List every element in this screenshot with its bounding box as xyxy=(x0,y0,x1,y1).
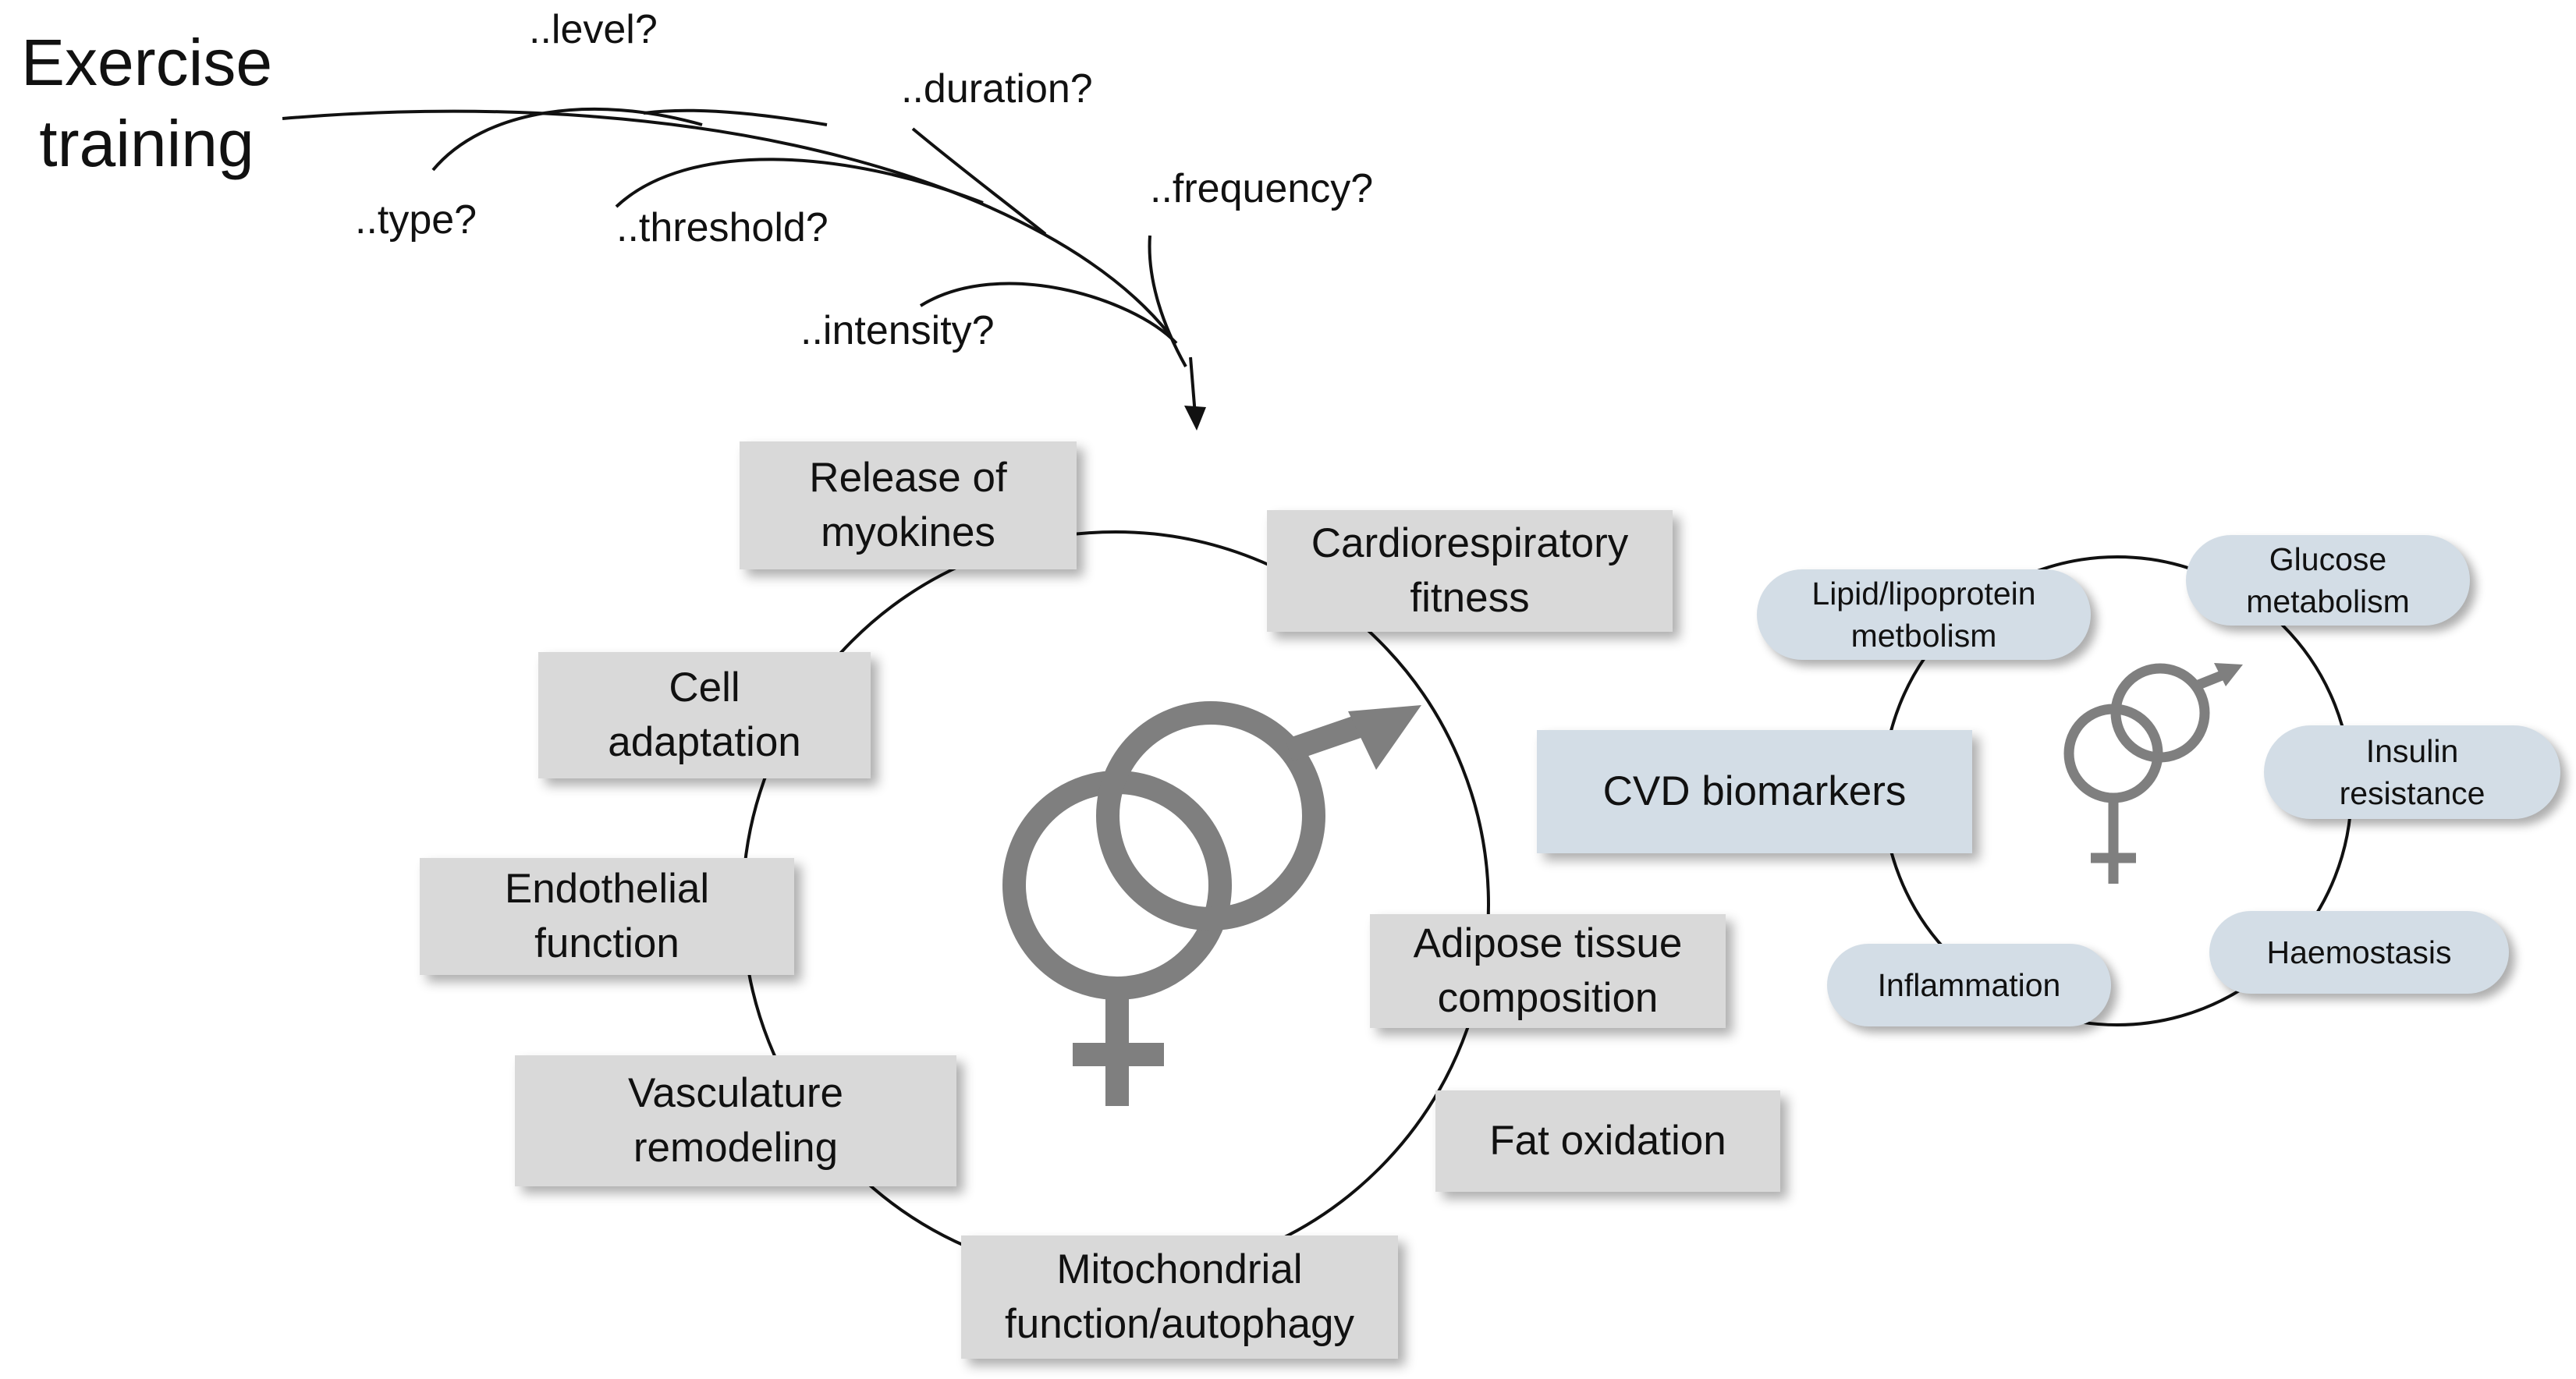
box-label: function/autophagy xyxy=(1005,1301,1354,1347)
box-mitochondrial-function: Mitochondrial function/autophagy xyxy=(961,1235,1398,1359)
box-label: Vasculature xyxy=(628,1070,843,1116)
box-label: adaptation xyxy=(608,719,801,765)
box-cvd-biomarkers: CVD biomarkers xyxy=(1537,730,1972,853)
box-endothelial-function: Endothelial function xyxy=(420,858,794,975)
title-line-2: training xyxy=(39,107,254,180)
box-label: Cardiorespiratory xyxy=(1311,520,1629,566)
pill-label: Glucose xyxy=(2269,541,2387,577)
pill-glucose-metabolism: Glucose metabolism xyxy=(2186,535,2470,626)
pill-label: metabolism xyxy=(2246,583,2410,619)
question-frequency: ..frequency? xyxy=(1150,166,1374,211)
box-label: myokines xyxy=(821,509,995,555)
male-symbol-icon xyxy=(1096,701,1421,931)
exercise-curves xyxy=(282,107,1197,416)
title-line-1: Exercise xyxy=(20,26,273,99)
pill-label: metbolism xyxy=(1850,618,1997,654)
male-symbol-icon xyxy=(2110,663,2243,763)
box-cell-adaptation: Cell adaptation xyxy=(538,652,871,778)
box-label: Cell xyxy=(669,665,740,711)
box-label: Fat oxidation xyxy=(1489,1118,1726,1164)
box-label: fitness xyxy=(1410,575,1530,621)
question-duration: ..duration? xyxy=(901,66,1093,112)
question-intensity: ..intensity? xyxy=(800,308,995,353)
pill-lipid-lipoprotein: Lipid/lipoprotein metbolism xyxy=(1757,569,2091,660)
pill-haemostasis: Haemostasis xyxy=(2209,911,2509,994)
box-label: Release of xyxy=(809,455,1007,501)
large-gender-symbol xyxy=(1002,701,1421,1106)
box-fat-oxidation: Fat oxidation xyxy=(1435,1090,1780,1192)
box-cardiorespiratory-fitness: Cardiorespiratory fitness xyxy=(1267,510,1673,632)
pill-insulin-resistance: Insulin resistance xyxy=(2264,725,2560,819)
box-label: Adipose tissue xyxy=(1413,920,1683,966)
small-gender-symbol xyxy=(2063,663,2243,884)
question-level: ..level? xyxy=(529,7,658,52)
box-release-of-myokines: Release of myokines xyxy=(740,441,1077,569)
pill-label: Insulin xyxy=(2365,733,2459,769)
question-threshold: ..threshold? xyxy=(616,205,829,250)
box-label: remodeling xyxy=(633,1125,839,1171)
arrow-down-icon xyxy=(1184,406,1206,431)
pill-inflammation: Inflammation xyxy=(1827,944,2111,1026)
question-type: ..type? xyxy=(355,197,477,243)
pill-label: Lipid/lipoprotein xyxy=(1811,576,2036,612)
box-label: CVD biomarkers xyxy=(1602,768,1907,814)
pill-label: Haemostasis xyxy=(2266,934,2452,970)
exercise-training-title: Exercise training xyxy=(6,22,287,184)
box-label: composition xyxy=(1437,975,1659,1021)
box-adipose-tissue-composition: Adipose tissue composition xyxy=(1370,914,1726,1028)
pill-label: resistance xyxy=(2339,775,2486,811)
box-label: function xyxy=(534,920,679,966)
pill-label: Inflammation xyxy=(1877,967,2061,1003)
box-vasculature-remodeling: Vasculature remodeling xyxy=(515,1055,956,1186)
box-label: Endothelial xyxy=(504,866,710,912)
box-label: Mitochondrial xyxy=(1056,1246,1303,1292)
